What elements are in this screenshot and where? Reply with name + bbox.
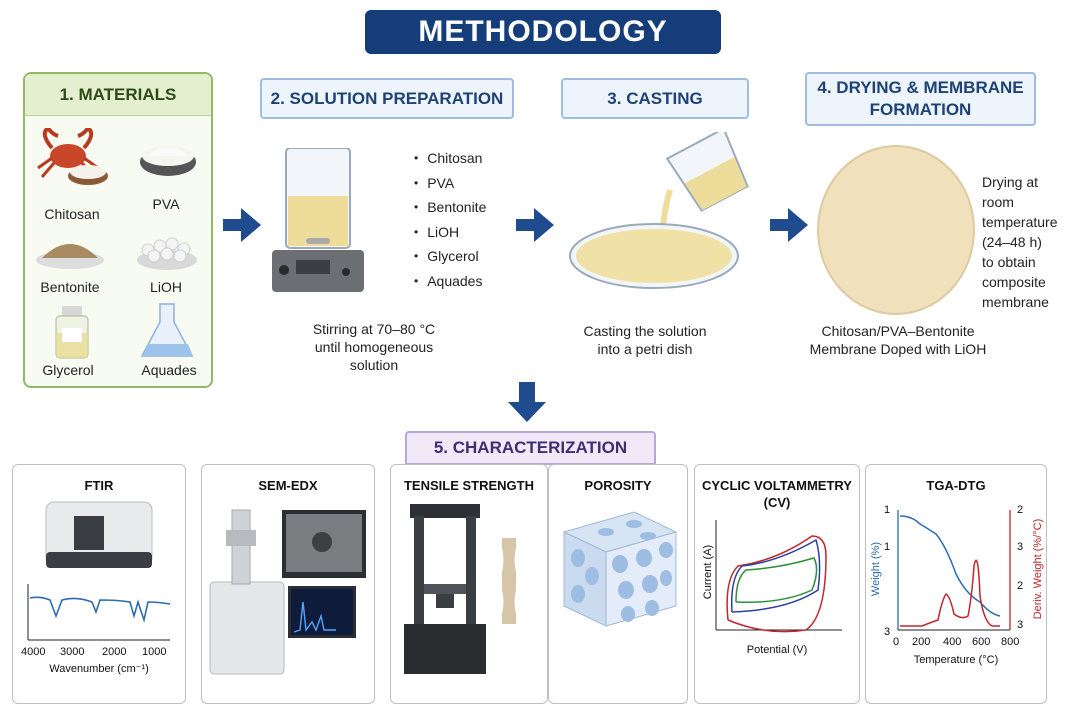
drying-label: 4. DRYING & MEMBRANE FORMATION xyxy=(805,72,1036,126)
material-label-lioh: LiOH xyxy=(150,279,182,295)
cv-ylabel: Current (A) xyxy=(702,544,714,600)
porous-cube-icon xyxy=(562,511,678,627)
material-label-chitosan: Chitosan xyxy=(44,206,100,222)
tga-ylabel-left: Weight (%) xyxy=(870,541,882,597)
clay-powder-icon xyxy=(36,244,104,269)
tga-x-tick: 0 xyxy=(893,636,900,648)
solution-ingredient-list: Chitosan PVA Bentonite LiOH Glycerol Aqu… xyxy=(414,146,486,293)
materials-illustrations xyxy=(36,128,197,359)
ftir-tick: 2000 xyxy=(102,646,127,658)
material-label-bentonite: Bentonite xyxy=(40,279,100,295)
powder-bowl-icon xyxy=(140,146,196,176)
crab-icon xyxy=(37,128,108,185)
ftir-spectrum-line xyxy=(29,596,171,623)
cv-curve-red xyxy=(726,535,827,633)
ftir-tick: 3000 xyxy=(60,646,85,658)
tensile-tester-icon xyxy=(404,504,516,674)
characterization-label: 5. CHARACTERIZATION xyxy=(405,431,656,465)
arrow-right-icon xyxy=(223,208,261,242)
list-item: PVA xyxy=(414,171,486,196)
petri-dish-pouring-icon xyxy=(569,132,749,289)
ftir-tick: 1000 xyxy=(142,646,167,658)
tga-x-tick: 800 xyxy=(1001,636,1020,648)
ftir-xlabel: Wavenumber (cm⁻¹) xyxy=(49,663,149,675)
tga-dtg-plot xyxy=(897,510,1011,631)
spectrometer-icon xyxy=(45,501,153,568)
tga-right-tick: 2 xyxy=(1017,580,1024,592)
cv-curve-green xyxy=(735,557,818,603)
flask-icon xyxy=(140,303,194,357)
tga-ylabel-right: Deriv. Weight (%/°C) xyxy=(1032,518,1044,620)
ftir-illustration xyxy=(27,501,171,641)
list-item: Aquades xyxy=(414,269,486,294)
stirrer-beaker-icon xyxy=(272,148,364,292)
tga-dtg-card xyxy=(865,464,1047,704)
tga-left-tick: 1 xyxy=(884,504,891,516)
arrow-right-icon xyxy=(516,208,554,242)
dtg-curve xyxy=(900,559,1000,627)
tga-x-tick: 200 xyxy=(912,636,931,648)
tga-right-tick: 3 xyxy=(1017,541,1024,553)
ftir-title: FTIR xyxy=(84,478,114,493)
list-item: LiOH xyxy=(414,220,486,245)
cyclic-voltammetry-title: CYCLIC VOLTAMMETRY (CV) xyxy=(702,478,852,510)
tga-dtg-title: TGA-DTG xyxy=(926,478,986,493)
tga-right-tick: 3 xyxy=(1017,619,1024,631)
list-item: Bentonite xyxy=(414,195,486,220)
casting-caption: Casting the solution into a petri dish xyxy=(583,323,707,357)
drying-description: Drying at room temperature (24–48 h) to … xyxy=(982,174,1058,310)
cv-curve-blue xyxy=(730,538,821,613)
tga-xlabel: Temperature (°C) xyxy=(913,654,999,666)
sem-edx-title: SEM-EDX xyxy=(258,478,318,493)
list-item: Chitosan xyxy=(414,146,486,171)
tga-left-tick: 3 xyxy=(884,626,891,638)
cv-plot xyxy=(715,520,842,633)
membrane-disc-icon xyxy=(817,145,975,315)
tensile-strength-title: TENSILE STRENGTH xyxy=(403,478,534,493)
arrow-right-icon xyxy=(770,208,808,242)
tga-x-tick: 600 xyxy=(972,636,991,648)
sem-microscope-icon xyxy=(209,509,366,675)
material-label-aquades: Aquades xyxy=(141,362,197,378)
tga-right-tick: 2 xyxy=(1017,504,1024,516)
casting-label: 3. CASTING xyxy=(561,78,749,119)
solution-preparation-label: 2. SOLUTION PREPARATION xyxy=(260,78,514,119)
ftir-tick: 4000 xyxy=(21,646,46,658)
cv-xlabel: Potential (V) xyxy=(746,644,808,656)
pellets-icon xyxy=(137,237,197,270)
tga-left-tick: 1 xyxy=(884,541,891,553)
arrow-down-icon xyxy=(508,382,546,422)
solution-caption: Stirring at 70–80 °C until homogeneous s… xyxy=(312,321,436,373)
porosity-title: POROSITY xyxy=(584,478,652,493)
material-label-glycerol: Glycerol xyxy=(42,362,94,378)
cyclic-voltammetry-card xyxy=(694,464,860,704)
methodology-title: METHODOLOGY xyxy=(365,10,721,54)
material-label-pva: PVA xyxy=(152,196,180,212)
bottle-icon xyxy=(55,306,89,359)
materials-step-label: 1. MATERIALS xyxy=(25,74,211,116)
list-item: Glycerol xyxy=(414,244,486,269)
tga-x-tick: 400 xyxy=(943,636,962,648)
drying-caption: Chitosan/PVA–Bentonite Membrane Doped wi… xyxy=(809,323,987,357)
